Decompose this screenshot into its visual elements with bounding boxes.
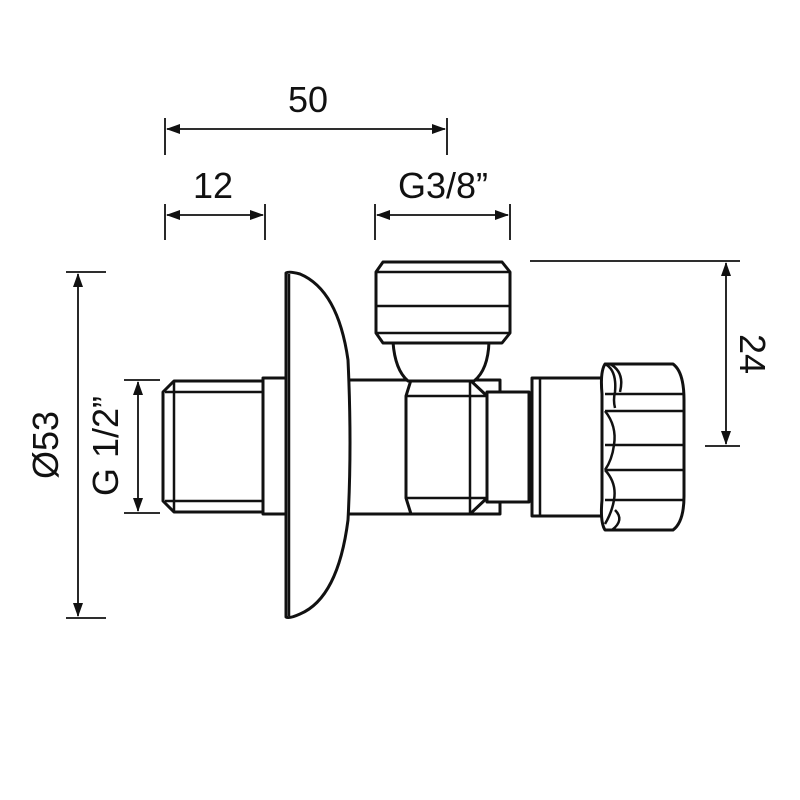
outlet-neck xyxy=(391,340,491,383)
dimension-diameter-53: Ø53 xyxy=(25,271,106,619)
spindle xyxy=(485,390,531,504)
knob-collar xyxy=(530,376,610,518)
dimension-label-g12: G 1/2” xyxy=(85,396,126,496)
rosette-plate xyxy=(284,270,352,620)
handle-knob xyxy=(599,362,686,532)
outlet-thread xyxy=(374,260,512,345)
hex-section xyxy=(404,378,489,516)
dimension-label-50: 50 xyxy=(288,79,328,120)
dimension-50: 50 xyxy=(164,79,448,155)
dimension-24: 24 xyxy=(530,260,773,447)
dimension-12: 12 xyxy=(164,165,266,240)
inlet-thread xyxy=(161,376,291,516)
dimension-g12: G 1/2” xyxy=(85,379,160,514)
valve-body xyxy=(161,260,686,620)
dimension-label-diameter: Ø53 xyxy=(25,411,66,479)
dimension-label-12: 12 xyxy=(193,165,233,206)
dimension-label-24: 24 xyxy=(732,334,773,374)
dimension-g38: G3/8” xyxy=(374,165,511,240)
dimension-label-g38: G3/8” xyxy=(398,165,488,206)
